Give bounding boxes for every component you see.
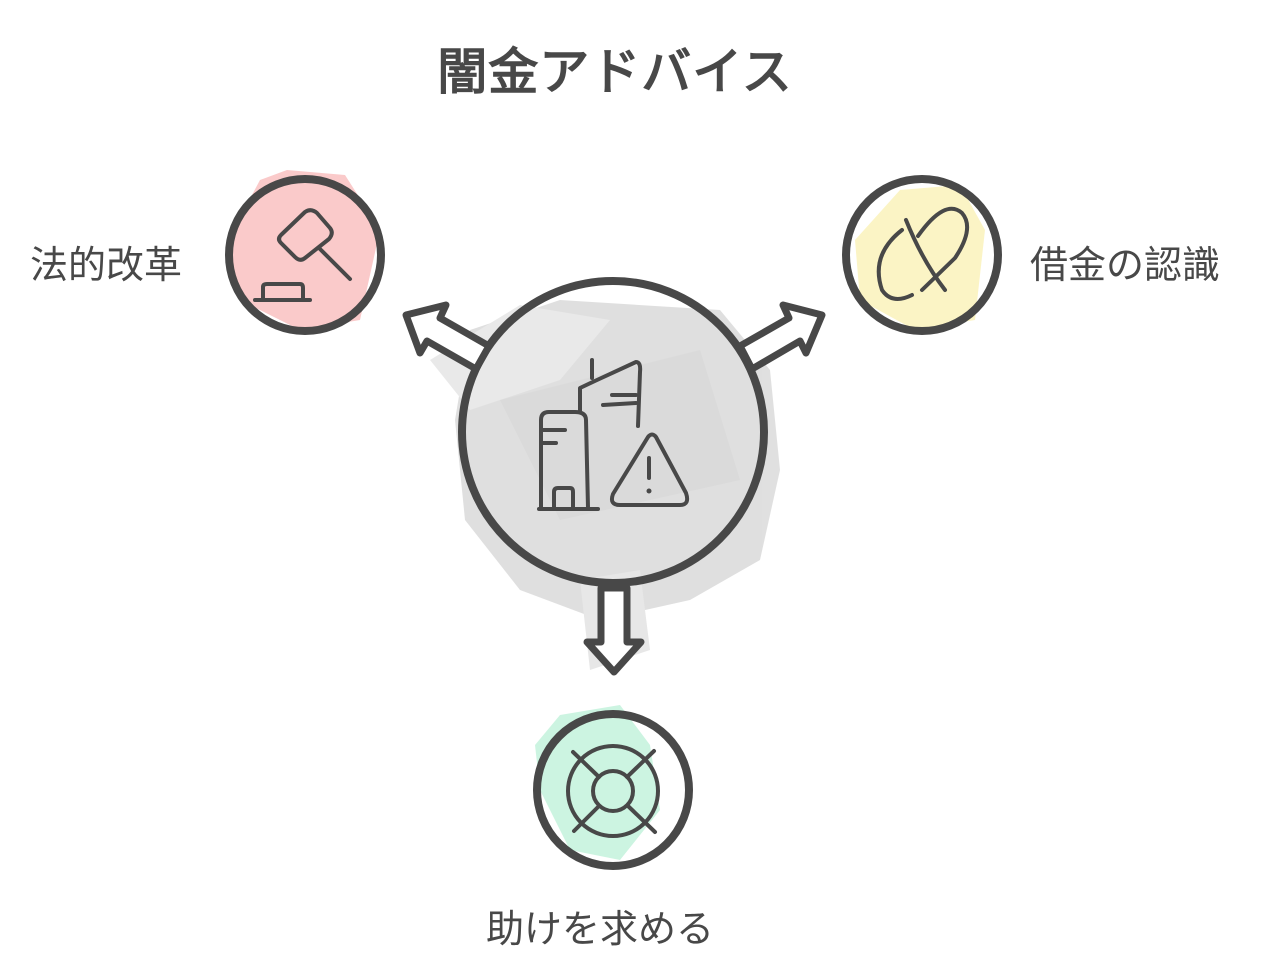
debt-awareness-node-button[interactable] (842, 175, 1002, 335)
page-title: 闇金アドバイス (437, 43, 793, 101)
legal-sketch-fill (228, 170, 380, 330)
arrow-to-debt (736, 301, 826, 373)
lifebuoy-icon (566, 744, 660, 838)
label-debt-awareness: 借金の認識 (1030, 243, 1221, 287)
gavel-icon (253, 208, 352, 302)
node-debt-awareness (842, 175, 1002, 335)
center-node-button[interactable] (458, 277, 768, 587)
label-legal-reform: 法的改革 (30, 243, 183, 287)
center-sketch-fill (430, 300, 780, 670)
seek-help-node-button[interactable] (533, 710, 693, 870)
node-seek-help (533, 705, 693, 870)
label-seek-help: 助けを求める (486, 907, 715, 951)
pill-capsule-icon (876, 206, 970, 301)
arrow-to-help (583, 584, 645, 676)
legal-reform-node-button[interactable] (225, 175, 385, 335)
node-legal-reform (225, 170, 385, 335)
arrow-to-legal (402, 301, 493, 373)
building-warning-icon (537, 358, 690, 511)
center-node (430, 277, 780, 670)
help-sketch-fill (535, 705, 660, 860)
